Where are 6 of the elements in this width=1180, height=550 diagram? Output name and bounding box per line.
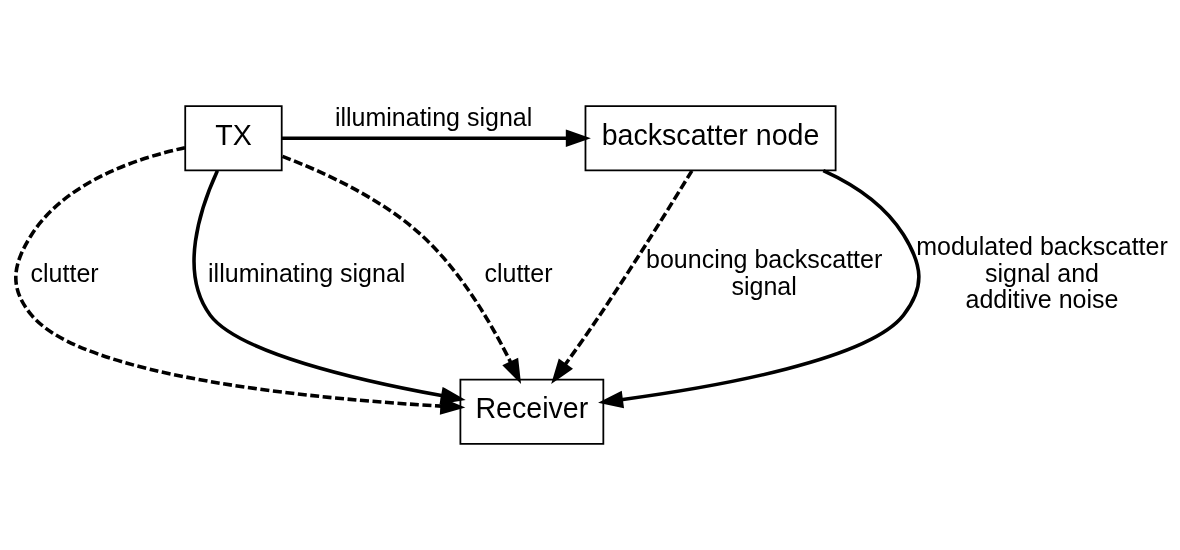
edge-label: illuminating signal [334, 103, 533, 132]
edge-label: bouncing backscatter signal [646, 245, 883, 301]
edge-label: clutter [484, 258, 553, 287]
edge-label: clutter [30, 258, 99, 287]
edge-label: modulated backscatter signal and additive noise [916, 231, 1168, 314]
edge-label: illuminating signal [208, 258, 406, 287]
